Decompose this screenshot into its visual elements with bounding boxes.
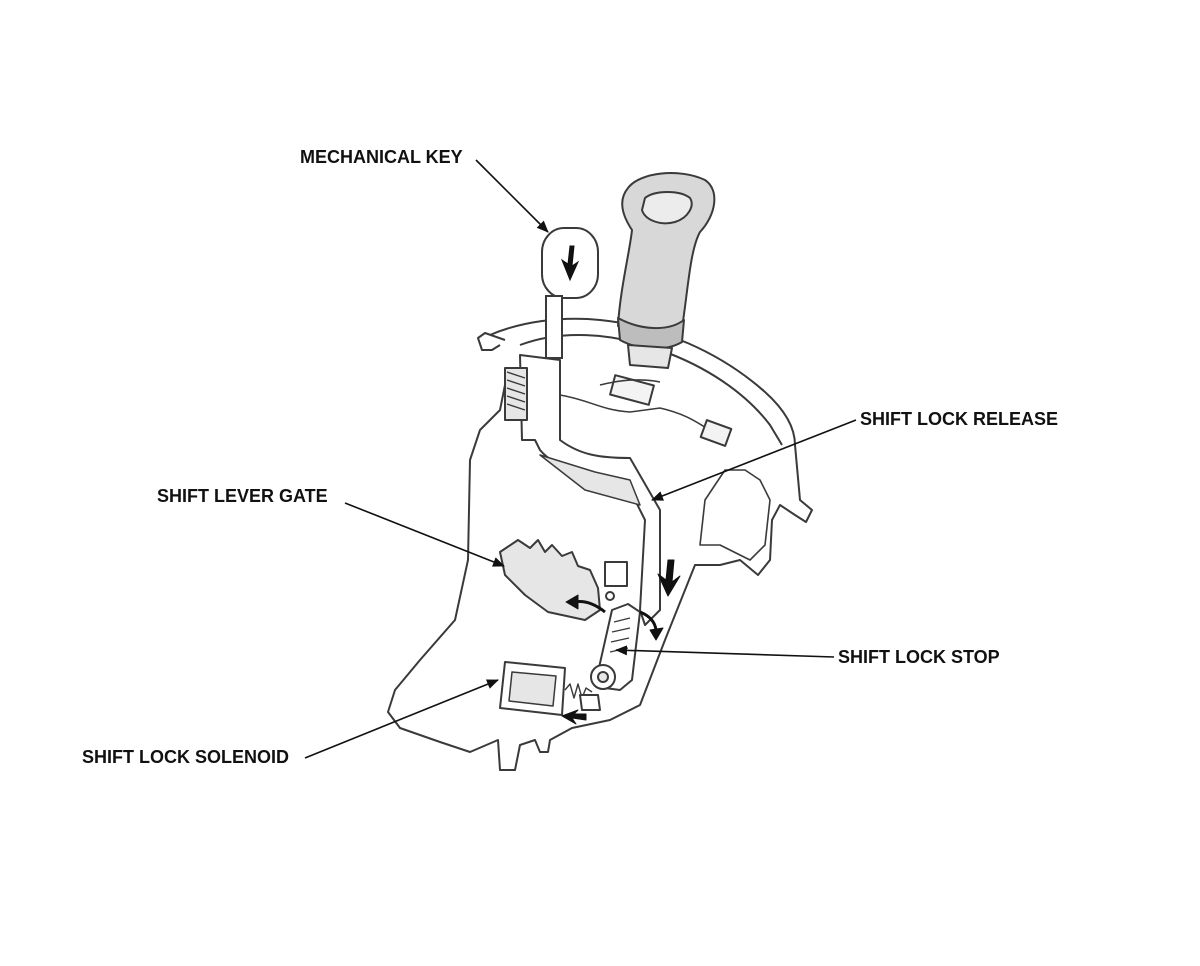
leader-shift-lock-solenoid — [304, 679, 499, 759]
stop-rotate-arrowhead — [649, 627, 664, 641]
release-lever-shade — [539, 454, 641, 506]
shift-knob-top-highlight — [641, 191, 693, 225]
gate-plate — [499, 539, 601, 621]
gate-rotate-arrowhead — [565, 594, 579, 610]
label-mechanical-key: MECHANICAL KEY — [300, 147, 463, 167]
key-insert-arrow — [560, 245, 580, 282]
gate-pin-block — [604, 561, 628, 587]
housing-top-cover — [387, 317, 813, 771]
harness-wire — [559, 394, 711, 431]
leader-shift-lock-release — [651, 419, 857, 501]
label-shift-lock-stop: SHIFT LOCK STOP — [838, 647, 1000, 667]
solenoid-pull-arrow — [561, 709, 587, 725]
leader-shift-lock-stop — [615, 645, 835, 658]
harness-wire-2 — [599, 379, 661, 386]
leader-mechanical-key — [475, 159, 549, 233]
label-shift-lock-release: SHIFT LOCK RELEASE — [860, 409, 1059, 429]
solenoid-face — [508, 671, 557, 707]
leader-lines — [304, 159, 857, 759]
shift-lock-release-lever — [504, 354, 681, 626]
release-down-arrow — [657, 559, 681, 597]
housing-left-clip — [477, 332, 506, 351]
mechanical-key-part — [541, 227, 599, 359]
release-spring — [506, 371, 526, 411]
housing-inner-panel — [699, 469, 771, 561]
stop-spring — [609, 617, 631, 653]
shift-lever-shaft — [627, 344, 673, 369]
key-blade — [545, 295, 563, 359]
solenoid-spring — [564, 683, 593, 699]
stop-rotate-arrow — [639, 610, 658, 631]
solenoid-plunger — [579, 694, 601, 711]
stop-roller-hub — [597, 671, 609, 683]
shift-lever-gate-part — [499, 539, 628, 621]
shift-lock-stop-part — [590, 603, 664, 691]
leader-shift-lever-gate — [344, 502, 505, 567]
harness-connector-2 — [699, 419, 733, 447]
label-shift-lock-solenoid: SHIFT LOCK SOLENOID — [82, 747, 289, 767]
shift-knob — [617, 172, 716, 369]
gate-pin — [605, 591, 615, 601]
shift-lock-solenoid-part — [499, 661, 601, 725]
label-shift-lever-gate: SHIFT LEVER GATE — [157, 486, 328, 506]
